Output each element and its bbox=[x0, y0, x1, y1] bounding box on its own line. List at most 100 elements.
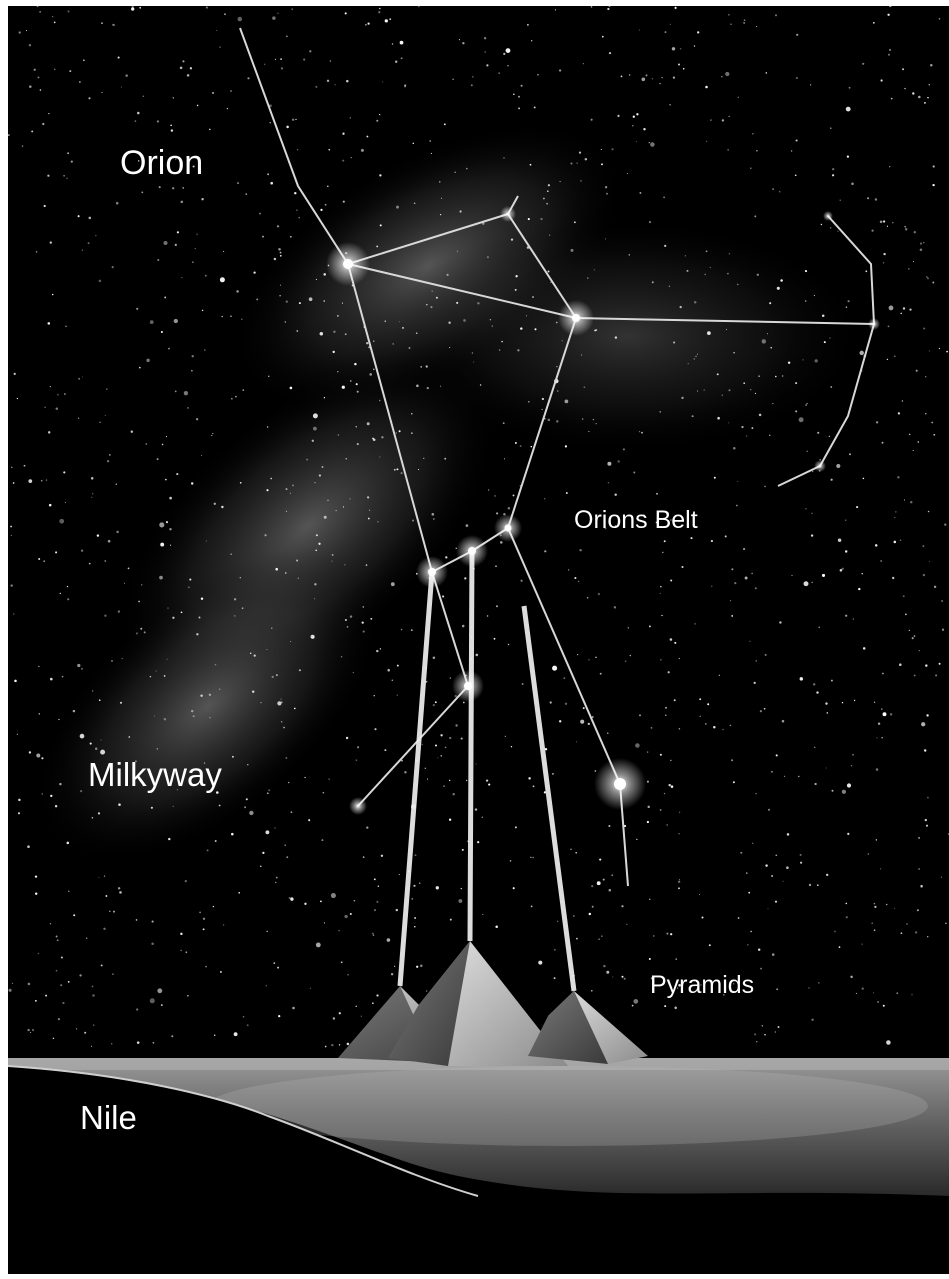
star bbox=[546, 203, 548, 205]
star bbox=[100, 750, 105, 755]
star bbox=[216, 30, 217, 31]
star bbox=[333, 331, 335, 333]
star bbox=[427, 779, 428, 780]
star bbox=[876, 737, 877, 738]
star bbox=[890, 713, 892, 715]
star bbox=[166, 521, 168, 523]
star bbox=[449, 780, 450, 781]
star bbox=[495, 925, 498, 928]
star bbox=[17, 398, 18, 399]
star bbox=[27, 1029, 29, 1031]
star bbox=[576, 741, 577, 742]
star bbox=[366, 342, 368, 344]
star bbox=[420, 965, 423, 968]
star bbox=[728, 149, 729, 150]
star bbox=[511, 238, 513, 240]
star bbox=[350, 380, 351, 381]
star bbox=[50, 795, 52, 797]
star bbox=[58, 1018, 60, 1020]
star bbox=[905, 228, 907, 230]
star bbox=[265, 830, 269, 834]
star bbox=[862, 63, 864, 65]
star bbox=[346, 80, 349, 83]
star bbox=[811, 513, 812, 514]
star bbox=[162, 444, 164, 446]
star bbox=[926, 714, 928, 716]
star bbox=[847, 833, 849, 835]
star bbox=[124, 583, 125, 584]
star bbox=[694, 623, 695, 624]
star bbox=[856, 993, 857, 994]
star bbox=[482, 817, 483, 818]
star bbox=[286, 126, 289, 129]
star bbox=[150, 998, 155, 1003]
star bbox=[247, 764, 248, 765]
star bbox=[168, 838, 170, 840]
star bbox=[391, 973, 393, 975]
star bbox=[308, 819, 310, 821]
star bbox=[173, 97, 174, 98]
star bbox=[445, 747, 447, 749]
star bbox=[909, 308, 911, 310]
star bbox=[234, 598, 236, 600]
star bbox=[283, 727, 285, 729]
star bbox=[267, 792, 269, 794]
star bbox=[252, 690, 254, 692]
star bbox=[570, 849, 571, 850]
star bbox=[332, 554, 334, 556]
star bbox=[443, 785, 445, 787]
star bbox=[237, 182, 239, 184]
star bbox=[881, 79, 883, 81]
star bbox=[533, 785, 535, 787]
star bbox=[730, 725, 732, 727]
star bbox=[325, 204, 327, 206]
star bbox=[374, 695, 375, 696]
star bbox=[629, 254, 630, 255]
star bbox=[786, 866, 789, 869]
star bbox=[643, 128, 645, 130]
star bbox=[187, 995, 189, 997]
star bbox=[460, 210, 462, 212]
star bbox=[121, 87, 122, 88]
star bbox=[518, 108, 520, 110]
star bbox=[220, 277, 225, 282]
star bbox=[795, 174, 797, 176]
star bbox=[430, 306, 432, 308]
star bbox=[397, 665, 399, 667]
star bbox=[922, 545, 924, 547]
star bbox=[800, 854, 802, 856]
star bbox=[687, 270, 689, 272]
star bbox=[729, 389, 731, 391]
star bbox=[203, 928, 205, 930]
star bbox=[627, 173, 628, 174]
star bbox=[636, 113, 638, 115]
star bbox=[813, 683, 815, 685]
star bbox=[439, 181, 440, 182]
star bbox=[692, 415, 694, 417]
star bbox=[661, 77, 662, 78]
star bbox=[100, 740, 101, 741]
star bbox=[849, 453, 851, 455]
star bbox=[623, 448, 625, 450]
star bbox=[874, 903, 876, 905]
star bbox=[450, 919, 452, 921]
star bbox=[454, 171, 456, 173]
star bbox=[927, 277, 929, 279]
star bbox=[757, 274, 759, 276]
star bbox=[366, 826, 368, 828]
star bbox=[347, 974, 349, 976]
star bbox=[379, 400, 380, 401]
star bbox=[831, 479, 833, 481]
star bbox=[633, 116, 635, 118]
star bbox=[13, 613, 14, 614]
star bbox=[697, 354, 698, 355]
star bbox=[895, 511, 896, 512]
star bbox=[672, 47, 675, 50]
star bbox=[414, 202, 416, 204]
star bbox=[768, 809, 770, 811]
star bbox=[814, 747, 816, 749]
star bbox=[542, 398, 544, 400]
star bbox=[466, 780, 467, 781]
star bbox=[503, 53, 505, 55]
star bbox=[30, 1032, 31, 1033]
